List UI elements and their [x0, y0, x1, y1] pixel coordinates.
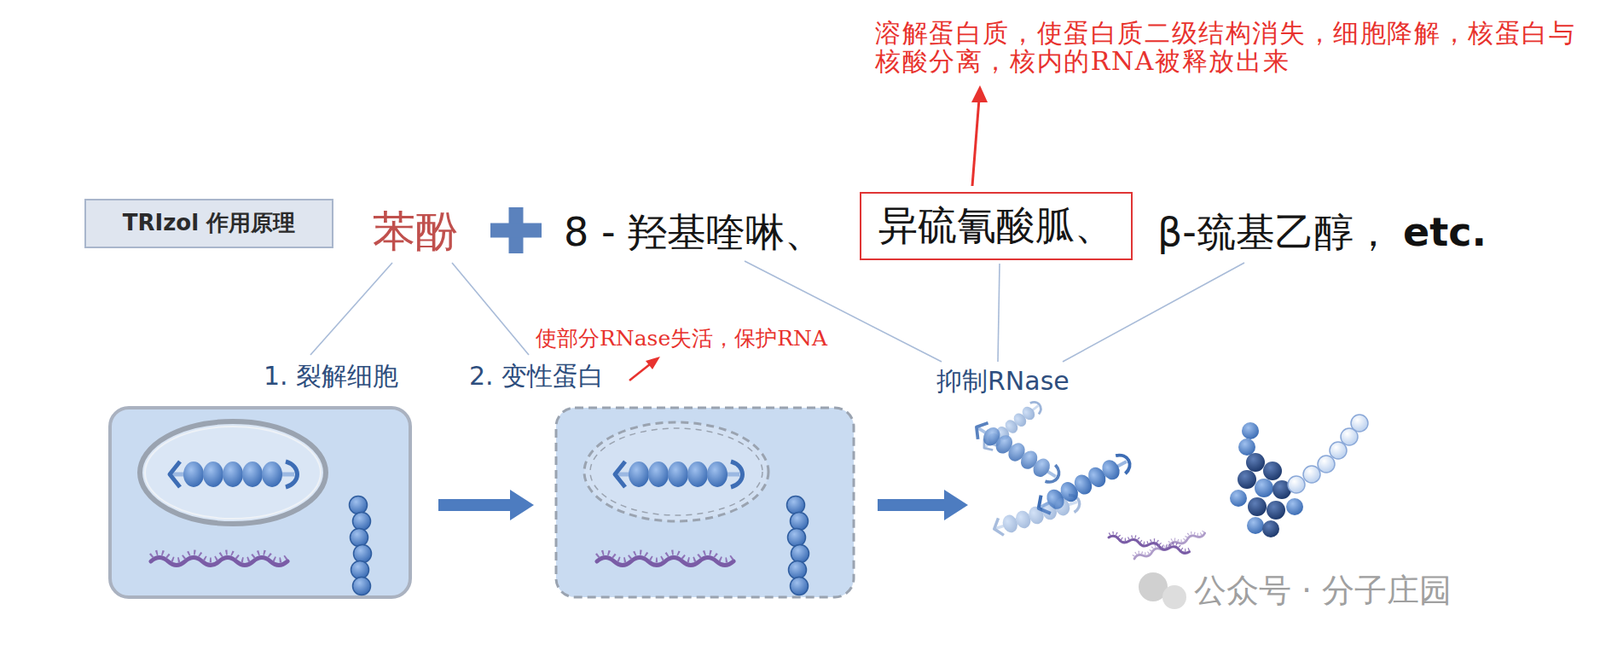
reagent-name: 苯酚	[372, 205, 458, 257]
released-fragments	[971, 399, 1369, 561]
step-label: 2. 变性蛋白	[469, 360, 604, 392]
note-text: 溶解蛋白质，使蛋白质二级结构消失，细胞降解，核蛋白与核酸分离，核内的RNA被释放…	[875, 18, 1583, 76]
callout-arrow	[629, 356, 661, 381]
watermark: 公众号 · 分子庄园	[1194, 571, 1452, 611]
leader-line	[310, 260, 1245, 362]
title-box: TRIzol 作用原理	[84, 198, 334, 249]
process-arrow	[877, 489, 969, 521]
step-label: 1. 裂解细胞	[263, 360, 399, 392]
highlight-box: 异硫氰酸胍、	[859, 191, 1133, 261]
intact-cell	[110, 407, 411, 598]
callout-arrow	[971, 85, 988, 186]
step-label: 抑制RNase	[936, 365, 1070, 397]
box-text: 异硫氰酸胍、	[878, 202, 1114, 250]
watermark-icon	[1138, 572, 1187, 609]
lysed-cell	[556, 407, 854, 598]
reagent-name: β-巯基乙醇，	[1157, 208, 1393, 256]
note-text: 使部分RNase失活，保护RNA	[535, 325, 828, 352]
box-text: TRIzol 作用原理	[122, 209, 296, 237]
reagent-name: etc.	[1402, 208, 1487, 256]
plus-sign	[490, 207, 542, 254]
reagent-name: 8 - 羟基喹啉、	[563, 208, 824, 256]
process-arrow	[438, 489, 534, 521]
